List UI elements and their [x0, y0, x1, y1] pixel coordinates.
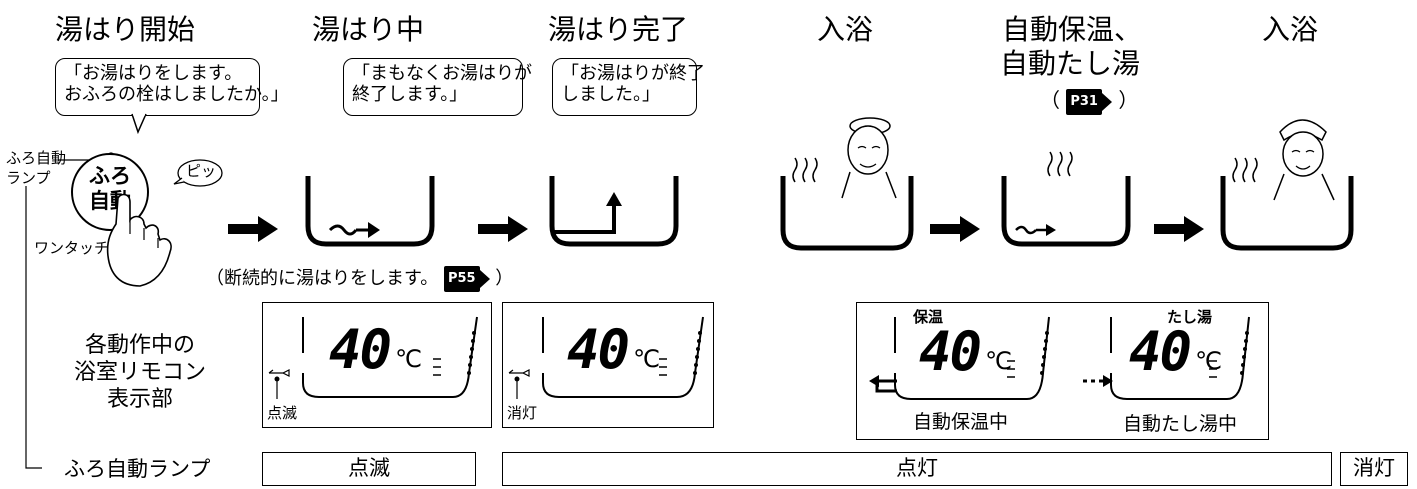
- flow-arrow-3: [930, 216, 980, 242]
- panel3-tub-outlines: [869, 316, 1250, 400]
- ref-open: （: [1040, 88, 1060, 112]
- beep-text: ピッ: [186, 162, 217, 180]
- ref-tag: P31: [1066, 88, 1102, 115]
- button-label-line1: ふろ: [89, 164, 131, 188]
- bubble-tail-start: [131, 112, 147, 135]
- remote-row-label: 各動作中の 浴室リモコン 表示部: [50, 332, 230, 413]
- stage-title-complete: 湯はり完了: [548, 13, 689, 46]
- lamp-label-line1: ふろ自動: [6, 149, 67, 167]
- intermittent-fill-note: （断続的に湯はりをします。 P55 ）: [206, 266, 513, 292]
- panel2-tub-outline: [508, 316, 704, 399]
- bubble-complete-line2: しました。」: [561, 84, 660, 105]
- bather-elderly-man-icon: [841, 117, 897, 199]
- panel3-top-up-unit: ℃: [1195, 347, 1222, 375]
- panel3-top-up-temperature: 40: [1129, 320, 1192, 383]
- panel3-keep-warm-temperature: 40: [919, 320, 982, 383]
- steam-icon-2: [1047, 151, 1073, 177]
- keep-warm-status: 自動保温中: [913, 411, 1009, 433]
- top-up-status: 自動たし湯中: [1123, 413, 1238, 435]
- flow-arrow-4: [1154, 216, 1204, 242]
- stage-title-start: 湯はり開始: [55, 13, 196, 46]
- beep-bubble: [173, 159, 223, 187]
- panel2-status: 消灯: [507, 404, 538, 422]
- speech-bubble-complete: 「お湯はりが終了 しました。」: [552, 58, 705, 116]
- bather-woman-icon: [1273, 119, 1335, 201]
- panel1-tub-outline: [268, 316, 478, 399]
- remote-row-label-line2: 浴室リモコン: [73, 360, 206, 385]
- bathtub-auto-keep-warm: [1001, 176, 1131, 247]
- bubble-filling-line1: 「まもなくお湯はりが: [352, 63, 532, 84]
- pressing-hand-icon: [106, 193, 172, 287]
- keep-warm-label: 保温: [913, 308, 944, 326]
- remote-display-panel-filling: 40 ℃ 点滅: [262, 302, 492, 428]
- speech-bubble-filling: 「まもなくお湯はりが 終了します。」: [343, 58, 532, 116]
- lamp-state-off: 消灯: [1340, 452, 1408, 486]
- lamp-state-blink: 点滅: [262, 452, 476, 486]
- lamp-label-line2: ランプ: [6, 169, 51, 187]
- stage-title-bathing-1: 入浴: [817, 13, 874, 46]
- bubble-start-line2: おふろの栓はしましたか。」: [64, 84, 289, 105]
- remote-row-label-line1: 各動作中の: [84, 333, 195, 358]
- stage-title-filling: 湯はり中: [312, 13, 425, 46]
- flow-arrow-1: [228, 216, 278, 242]
- bathtub-filling: [305, 176, 435, 247]
- remote-display-panel-complete: 40 ℃ 消灯: [502, 302, 714, 428]
- ref-close: ）: [1118, 88, 1139, 112]
- panel1-unit: ℃: [395, 345, 422, 373]
- lamp-state-on: 点灯: [502, 452, 1332, 486]
- note-ref-tag: P55: [443, 266, 480, 292]
- note-text: （断続的に湯はりをします。: [206, 268, 439, 289]
- panel2-unit: ℃: [633, 345, 660, 373]
- stage-title-bathing-2: 入浴: [1262, 13, 1319, 46]
- bathtub-bathing-2: [1220, 157, 1354, 251]
- lamp-row-label: ふろ自動ランプ: [64, 457, 211, 481]
- bubble-complete-line1: 「お湯はりが終了: [561, 63, 705, 84]
- bathtub-bathing-1: [780, 157, 914, 251]
- bubble-start-line1: 「お湯はりをします。: [64, 63, 243, 84]
- panel2-temperature: 40: [567, 318, 630, 381]
- page-reference-p31: （ P31 ）: [1040, 88, 1138, 115]
- top-up-label: たし湯: [1167, 308, 1213, 326]
- remote-row-label-line3: 表示部: [106, 387, 173, 412]
- one-touch-label: ワンタッチ: [34, 239, 110, 257]
- note-close: ）: [495, 268, 514, 289]
- lamp-row-bracket: [25, 186, 42, 469]
- auto-bath-button-label: ふろ 自動: [84, 164, 136, 214]
- panel1-temperature: 40: [329, 318, 392, 381]
- ref-arrow-icon: [1101, 92, 1112, 111]
- stage-title-auto-top-up: 自動たし湯: [1000, 47, 1141, 80]
- panel3-keep-warm-unit: ℃: [985, 347, 1012, 375]
- bathtub-complete: [549, 176, 679, 247]
- bubble-filling-line2: 終了します。」: [352, 84, 468, 105]
- stage-title-auto-keep-warm: 自動保温、: [1002, 13, 1143, 46]
- speech-bubble-start: 「お湯はりをします。 おふろの栓はしましたか。」: [55, 58, 289, 116]
- note-ref-arrow-icon: [479, 270, 490, 288]
- remote-display-panel-auto: 保温 40 ℃ 自動保温中 たし湯 40 ℃ 自動たし湯中: [856, 302, 1269, 440]
- flow-arrow-2: [478, 216, 528, 242]
- panel1-status: 点滅: [267, 404, 298, 422]
